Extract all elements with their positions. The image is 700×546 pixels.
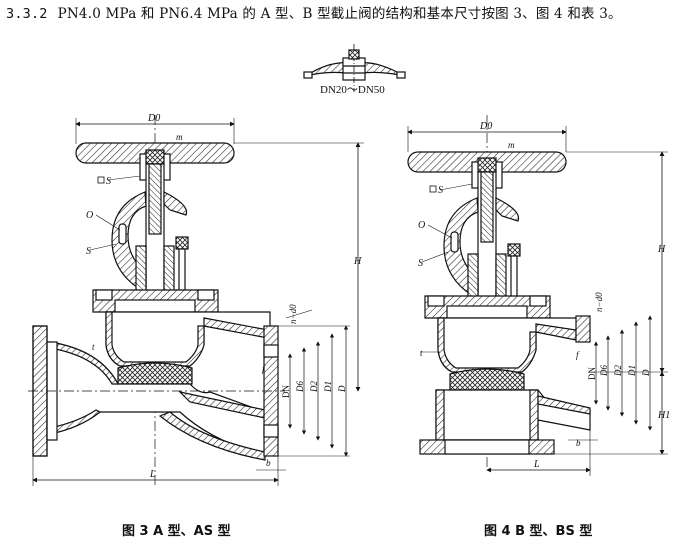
label-b-a: b — [266, 458, 271, 468]
square-symbol-a — [97, 176, 105, 184]
label-d1-a: D1 — [323, 381, 333, 393]
label-d-a: D — [337, 385, 347, 393]
label-f-a: f — [262, 364, 266, 374]
figure-b-labels: D0 m S O S H H1 n−d0 f DN D6 D2 D1 D L b… — [418, 121, 670, 470]
section-number: 3.3.2 — [6, 6, 48, 22]
label-d0-a: D0 — [147, 113, 160, 124]
label-l-b: L — [533, 459, 540, 470]
figure-b-caption: 图 4 B 型、BS 型 — [484, 524, 593, 539]
label-d1-b: D1 — [627, 365, 637, 377]
label-nd0-b: n−d0 — [594, 292, 604, 312]
label-d2-b: D2 — [613, 365, 623, 377]
label-t-a: t — [92, 342, 95, 352]
label-l-a: L — [149, 469, 156, 480]
label-s2-b: S — [418, 258, 423, 269]
label-b-b: b — [576, 438, 581, 448]
figure-a-caption: 图 3 A 型、AS 型 — [122, 524, 231, 539]
label-d2-a: D2 — [309, 381, 319, 393]
figure-a-drawing — [28, 115, 364, 486]
inset-handwheel — [303, 44, 406, 92]
label-h-b: H — [657, 244, 666, 255]
label-d-b: D — [641, 369, 651, 377]
section-text: PN4.0 MPa 和 PN6.4 MPa 的 A 型、B 型截止阀的结构和基本… — [57, 6, 622, 22]
label-o-a: O — [86, 210, 93, 221]
label-t-b: t — [420, 348, 423, 358]
label-m-b: m — [508, 140, 515, 150]
label-d6-a: D6 — [295, 381, 305, 393]
label-o-b: O — [418, 220, 425, 231]
square-symbol-b — [429, 185, 437, 193]
label-h1-b: H1 — [657, 410, 670, 421]
label-d0-b: D0 — [479, 121, 492, 132]
figure-b-drawing — [407, 115, 668, 476]
figure-a-labels: D0 m S O S H n−d0 f DN D6 D2 D1 D L b t — [86, 113, 362, 480]
label-m-a: m — [176, 132, 183, 142]
label-s2-a: S — [86, 246, 91, 257]
label-d6-b: D6 — [599, 365, 609, 377]
label-f-b: f — [576, 350, 580, 360]
inset-label: DN20～DN50 — [320, 84, 385, 96]
label-dn-b: DN — [587, 367, 597, 380]
label-s-b: S — [438, 185, 443, 196]
label-h-a: H — [353, 256, 362, 267]
label-dn-a: DN — [281, 385, 291, 398]
section-heading: 3.3.2 PN4.0 MPa 和 PN6.4 MPa 的 A 型、B 型截止阀的… — [6, 2, 622, 22]
label-s-a: S — [106, 176, 111, 187]
label-nd0-a: n−d0 — [288, 304, 298, 324]
